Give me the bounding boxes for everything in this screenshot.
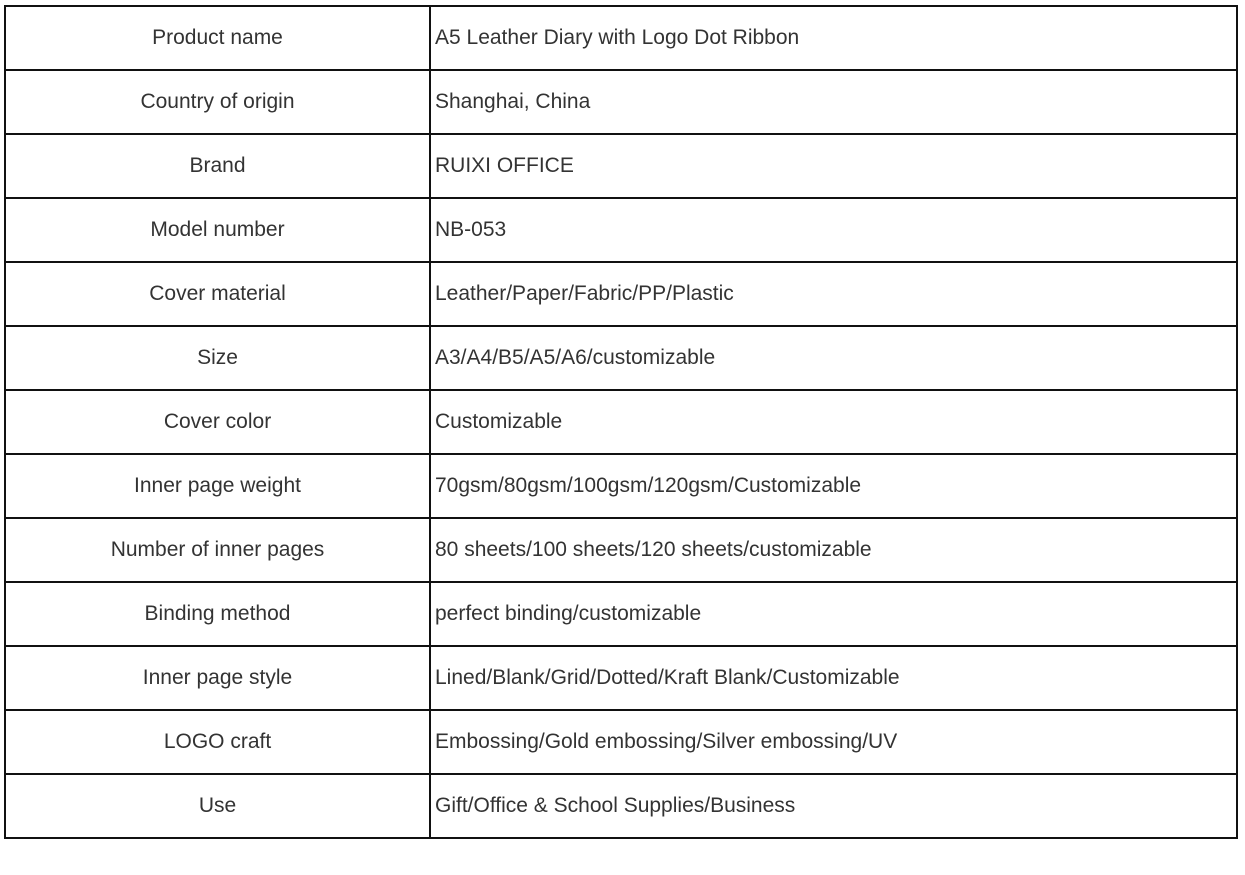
spec-label: Inner page style xyxy=(4,645,431,711)
spec-value: A3/A4/B5/A5/A6/customizable xyxy=(429,325,1238,391)
spec-value: Gift/Office & School Supplies/Business xyxy=(429,773,1238,839)
spec-label: Model number xyxy=(4,197,431,263)
spec-value: perfect binding/customizable xyxy=(429,581,1238,647)
spec-value: Shanghai, China xyxy=(429,69,1238,135)
spec-label: Country of origin xyxy=(4,69,431,135)
spec-value: Customizable xyxy=(429,389,1238,455)
spec-label: Inner page weight xyxy=(4,453,431,519)
spec-label: Cover material xyxy=(4,261,431,327)
spec-label: Use xyxy=(4,773,431,839)
spec-value: Leather/Paper/Fabric/PP/Plastic xyxy=(429,261,1238,327)
spec-value: NB-053 xyxy=(429,197,1238,263)
spec-value: Lined/Blank/Grid/Dotted/Kraft Blank/Cust… xyxy=(429,645,1238,711)
spec-label: Size xyxy=(4,325,431,391)
spec-label: LOGO craft xyxy=(4,709,431,775)
spec-value: 80 sheets/100 sheets/120 sheets/customiz… xyxy=(429,517,1238,583)
spec-label: Brand xyxy=(4,133,431,199)
spec-label: Cover color xyxy=(4,389,431,455)
spec-label: Binding method xyxy=(4,581,431,647)
spec-value: A5 Leather Diary with Logo Dot Ribbon xyxy=(429,5,1238,71)
spec-value: 70gsm/80gsm/100gsm/120gsm/Customizable xyxy=(429,453,1238,519)
spec-label: Number of inner pages xyxy=(4,517,431,583)
spec-label: Product name xyxy=(4,5,431,71)
spec-value: RUIXI OFFICE xyxy=(429,133,1238,199)
spec-value: Embossing/Gold embossing/Silver embossin… xyxy=(429,709,1238,775)
